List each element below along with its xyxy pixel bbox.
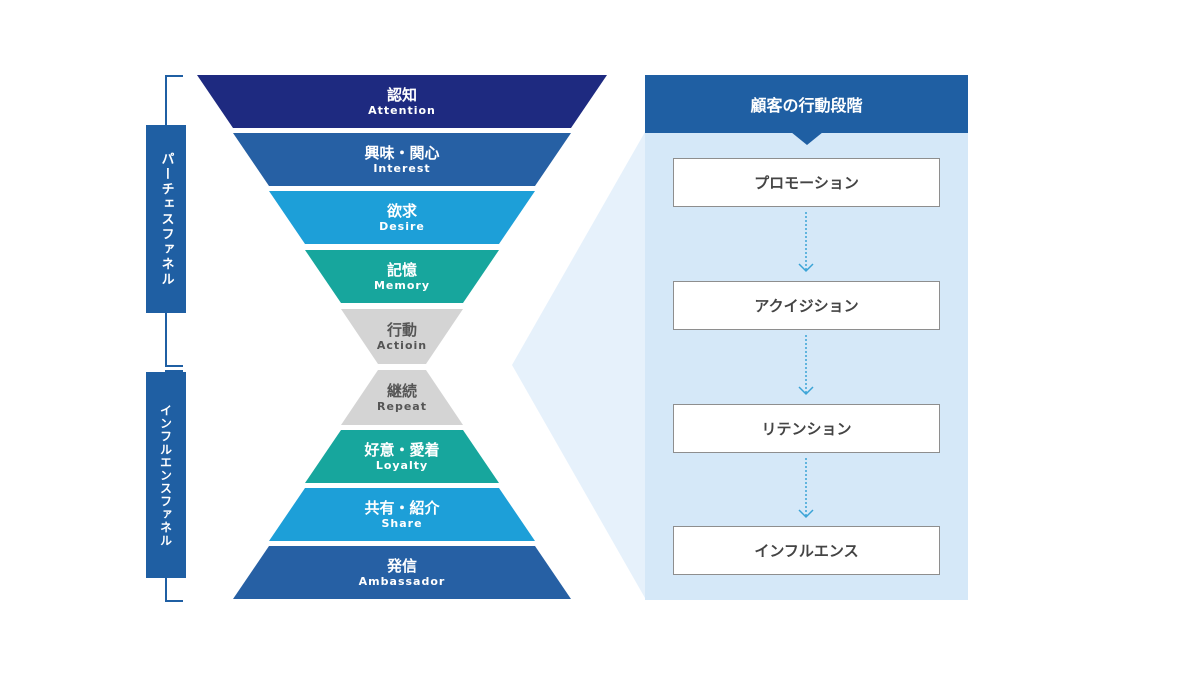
stage-label-jp: 認知 [386, 85, 417, 104]
stage-label-en: Ambassador [358, 574, 446, 588]
stage-label-en: Attention [368, 103, 436, 117]
stage-label-jp: 発信 [386, 556, 417, 575]
stage-label-en: Loyalty [375, 458, 429, 472]
stage-label-en: Interest [373, 161, 431, 175]
step-acquisition: アクイジション [673, 281, 940, 330]
stage-label-en: Actioin [376, 338, 428, 352]
stage-label-jp: 継続 [386, 381, 417, 400]
stage-label-jp: 好意・愛着 [364, 440, 440, 459]
step-influence: インフルエンス [673, 526, 940, 575]
stage-label-jp: 記憶 [386, 260, 417, 279]
step-retention: リテンション [673, 404, 940, 453]
stage-label-jp: 行動 [386, 320, 417, 339]
stage-label-en: Memory [373, 278, 431, 292]
panel-body [645, 132, 968, 600]
arrow-down-icon [798, 212, 814, 273]
panel-title: 顧客の行動段階 [645, 75, 968, 133]
stage-label-en: Repeat [377, 399, 427, 413]
purchase-funnel-label: パーチェスファネル [146, 125, 186, 313]
stage-label-jp: 興味・関心 [364, 143, 440, 162]
stage-label-en: Desire [379, 219, 425, 233]
panel-title-pointer [791, 132, 823, 145]
stage-label-jp: 共有・紹介 [364, 498, 440, 517]
arrow-down-icon [798, 458, 814, 519]
stage-label-en: Share [381, 516, 423, 530]
influence-funnel-label: インフルエンスファネル [146, 372, 186, 578]
arrow-down-icon [798, 335, 814, 396]
stage-label-jp: 欲求 [386, 201, 417, 220]
step-promotion: プロモーション [673, 158, 940, 207]
